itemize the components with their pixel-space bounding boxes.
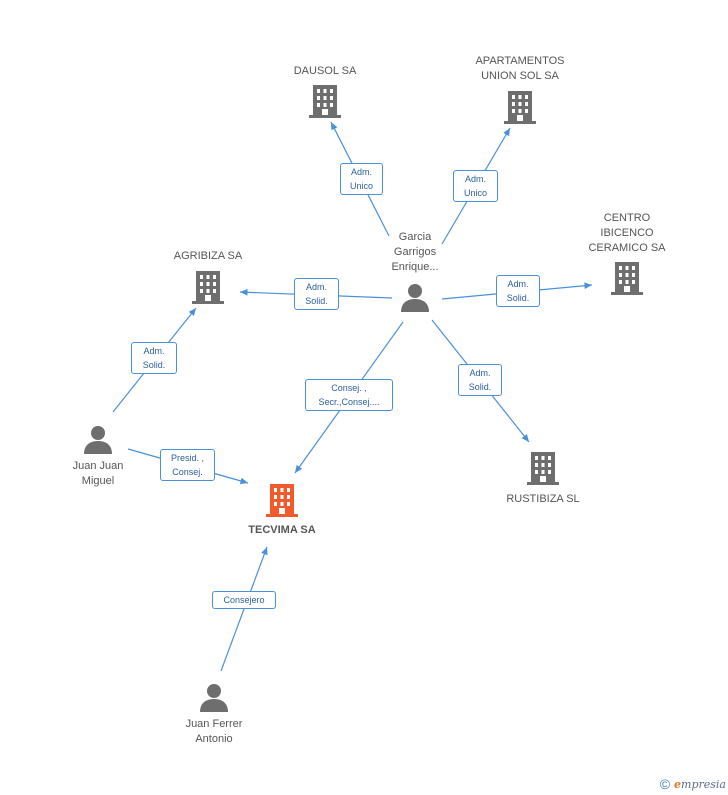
building-icon bbox=[266, 484, 298, 517]
edge-label-juanferrer-tecvima[interactable]: Consejero bbox=[212, 591, 276, 609]
company-label: DAUSOL SA bbox=[293, 65, 357, 77]
building-icon bbox=[504, 91, 536, 124]
brand-initial: e bbox=[674, 777, 682, 791]
edge-label-garcia-apartamentos[interactable]: Adm. Unico bbox=[453, 170, 498, 202]
person-node-juan-juan[interactable]: Juan Juan Miguel bbox=[58, 425, 138, 489]
building-icon bbox=[309, 85, 341, 118]
person-icon bbox=[200, 684, 228, 712]
company-node-agribiza[interactable]: AGRIBIZA SA bbox=[163, 249, 253, 304]
building-icon bbox=[192, 271, 224, 304]
edge-label-garcia-rustibiza[interactable]: Adm. Solid. bbox=[458, 364, 502, 396]
person-icon bbox=[401, 284, 429, 312]
brand-name: empresia bbox=[674, 778, 726, 791]
edge-label-garcia-centro[interactable]: Adm. Solid. bbox=[496, 275, 540, 307]
copyright-icon: © bbox=[659, 776, 671, 792]
company-label: AGRIBIZA SA bbox=[173, 250, 243, 262]
brand-mark: © empresia bbox=[660, 776, 726, 792]
edge-label-juanjuan-tecvima[interactable]: Presid. , Consej. bbox=[160, 449, 215, 481]
company-node-rustibiza[interactable]: RUSTIBIZA SL bbox=[497, 451, 589, 507]
person-label: Juan Juan Miguel bbox=[72, 460, 124, 487]
company-label: APARTAMENTOS UNION SOL SA bbox=[475, 55, 565, 82]
company-label: TECVIMA SA bbox=[248, 524, 316, 536]
company-label: CENTRO IBICENCO CERAMICO SA bbox=[588, 212, 666, 254]
person-label: Garcia Garrigos Enrique... bbox=[391, 231, 439, 273]
company-node-dausol[interactable]: DAUSOL SA bbox=[282, 64, 368, 118]
edge-label-garcia-agribiza[interactable]: Adm. Solid. bbox=[294, 278, 339, 310]
person-node-garcia[interactable]: Garcia Garrigos Enrique... bbox=[375, 230, 455, 313]
person-icon bbox=[84, 426, 112, 454]
company-node-apartamentos[interactable]: APARTAMENTOS UNION SOL SA bbox=[465, 54, 575, 124]
company-node-tecvima[interactable]: TECVIMA SA bbox=[236, 483, 328, 538]
edge-label-garcia-dausol[interactable]: Adm. Unico bbox=[340, 163, 383, 195]
edge-label-juanjuan-agribiza[interactable]: Adm. Solid. bbox=[131, 342, 177, 374]
edge-juanferrer-tecvima bbox=[220, 546, 268, 672]
company-node-centro[interactable]: CENTRO IBICENCO CERAMICO SA bbox=[577, 211, 677, 295]
building-icon bbox=[611, 262, 643, 295]
person-node-juan-ferrer[interactable]: Juan Ferrer Antonio bbox=[172, 683, 256, 747]
company-label: RUSTIBIZA SL bbox=[506, 493, 580, 505]
person-label: Juan Ferrer Antonio bbox=[185, 718, 243, 745]
edge-label-garcia-tecvima[interactable]: Consej. , Secr.,Consej.... bbox=[305, 379, 393, 411]
brand-name-rest: mpresia bbox=[681, 777, 726, 791]
building-icon bbox=[527, 452, 559, 485]
